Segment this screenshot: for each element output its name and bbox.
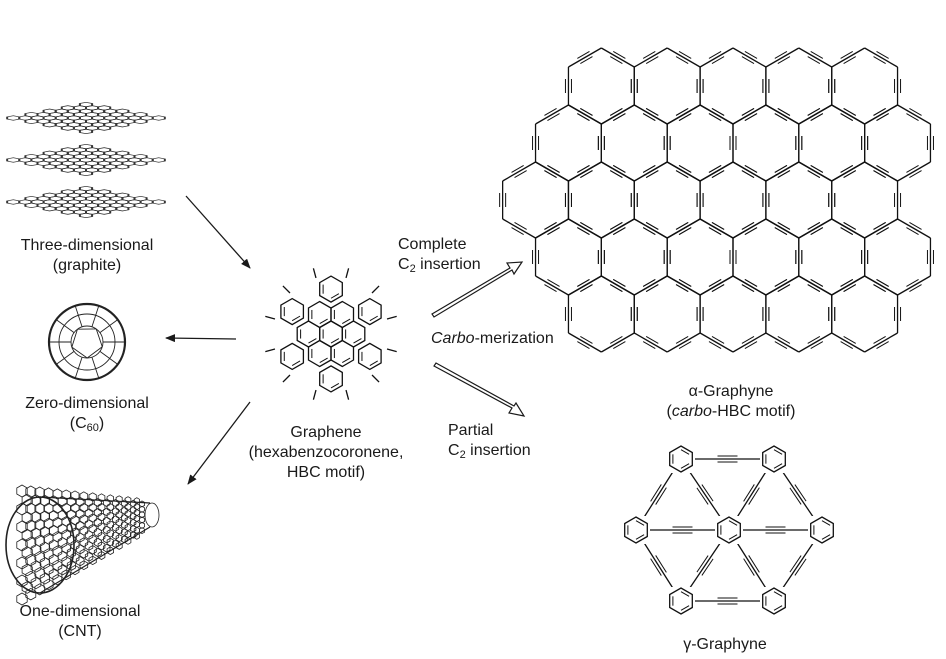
- hollow-arrow-partial-insertion: [433, 362, 526, 417]
- graphite-label-line2: (graphite): [52, 257, 122, 274]
- merization-text: -merization: [474, 330, 554, 347]
- arrow-graphite-to-graphene: [185, 195, 251, 269]
- partial-insertion-line1: Partial: [448, 422, 494, 439]
- partial-insertion-label: Partial C2 insertion: [448, 421, 531, 461]
- c60-label-line2: (C60): [0, 414, 174, 434]
- c60-formula-suffix: ): [98, 415, 105, 432]
- carbon-nanotube-illustration: [5, 484, 160, 606]
- carbo-merization-label: Carbo-merization: [431, 329, 554, 349]
- hollow-arrow-complete-insertion: [431, 261, 524, 318]
- alpha-hbc-motif: -HBC motif): [711, 403, 796, 420]
- gamma-graphyne-label: γ-Graphyne: [650, 635, 800, 655]
- cnt-label-line1: One-dimensional: [19, 603, 141, 620]
- c60-formula-subscript: 60: [86, 422, 99, 434]
- complete-insertion-line2: C2 insertion: [398, 255, 481, 275]
- graphene-label: Graphene (hexabenzocoronene, HBC motif): [236, 423, 416, 483]
- partial-c2-suffix: insertion: [465, 442, 531, 459]
- cnt-label-line2: (CNT): [58, 623, 102, 640]
- cnt-label: One-dimensional (CNT): [0, 602, 160, 642]
- complete-c2-subscript: 2: [409, 263, 416, 275]
- graphene-label-line1: Graphene: [290, 424, 362, 441]
- partial-c2-prefix: C: [448, 442, 460, 459]
- c60-fullerene-illustration: [47, 302, 127, 382]
- graphite-illustration: [6, 101, 166, 219]
- alpha-graphyne-illustration: [499, 47, 934, 353]
- complete-insertion-label: Complete C2 insertion: [398, 235, 481, 275]
- partial-insertion-line2: C2 insertion: [448, 441, 531, 461]
- alpha-carbo-italic: carbo: [671, 403, 712, 420]
- c60-label: Zero-dimensional (C60): [0, 394, 174, 434]
- complete-c2-suffix: insertion: [415, 256, 481, 273]
- c60-label-line1: Zero-dimensional: [25, 395, 149, 412]
- c60-formula-prefix: (C: [69, 415, 87, 432]
- graphene-label-line3: HBC motif): [286, 464, 366, 481]
- graphene-label-line2: (hexabenzocoronene,: [248, 444, 404, 461]
- complete-insertion-line1: Complete: [398, 236, 467, 253]
- gamma-graphyne-line1: γ-Graphyne: [683, 636, 767, 653]
- alpha-graphyne-line1: α-Graphyne: [688, 383, 774, 400]
- graphene-hbc-illustration: [265, 268, 397, 400]
- partial-c2-subscript: 2: [459, 449, 466, 461]
- arrow-graphene-to-cnt: [187, 401, 251, 485]
- alpha-graphyne-label: α-Graphyne (carbo-HBC motif): [636, 382, 826, 422]
- carbo-italic-text: Carbo: [431, 330, 475, 347]
- complete-c2-prefix: C: [398, 256, 410, 273]
- gamma-graphyne-illustration: [622, 445, 836, 615]
- graphite-label: Three-dimensional (graphite): [0, 236, 174, 276]
- alpha-graphyne-line2: (carbo-HBC motif): [636, 402, 826, 422]
- alpha-paren: (: [666, 403, 672, 420]
- arrow-graphene-to-c60: [165, 334, 237, 343]
- graphite-label-line1: Three-dimensional: [20, 237, 154, 254]
